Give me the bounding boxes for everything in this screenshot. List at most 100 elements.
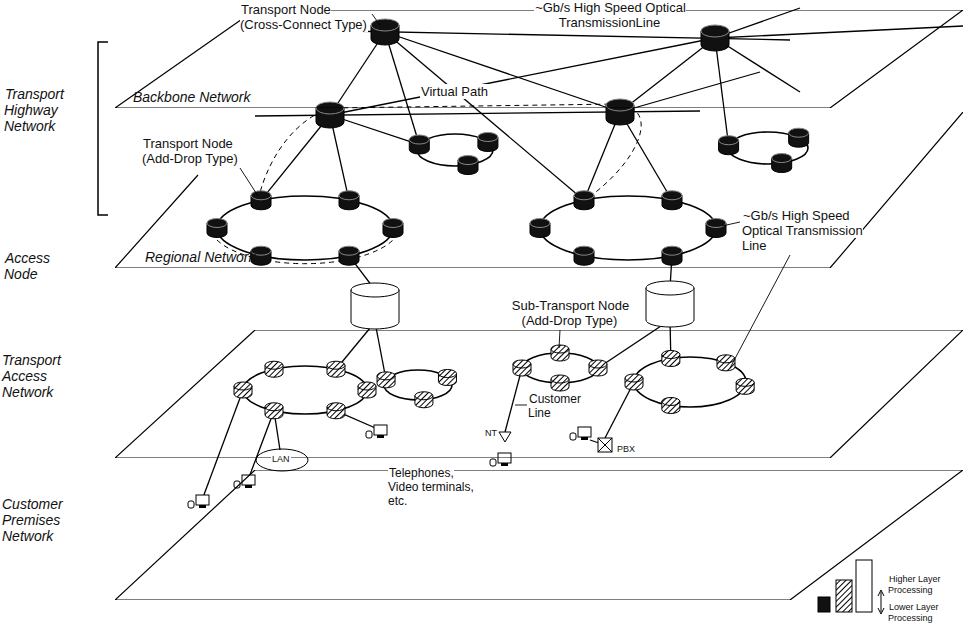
label-slot: LAN [271,454,295,465]
callout-label: PBX [616,444,636,454]
sub-transport-node [415,392,433,408]
callout-label: Customer Line [528,392,581,420]
leader-line [730,255,790,368]
optical-line [330,38,715,115]
ring-line [634,357,746,407]
optical-line [620,112,672,200]
ring-line [540,196,716,260]
cross-connect-node [371,19,399,45]
access-node [646,281,694,327]
sub-transport-node [438,370,456,386]
sub-transport-node [358,382,376,398]
label-slot: Access Node [4,250,74,282]
transmission-lines [202,8,963,500]
legend-slot: Higher Layer Processing [888,574,958,596]
label-slot: Transport Node (Cross-Connect Type) [240,2,372,32]
sub-transport-node [265,403,283,419]
add-drop-node [706,219,726,238]
cross-connect-node [606,99,634,125]
optical-line [330,32,385,115]
leader-line [559,330,560,348]
callout-label: Sub-Transport Node (Add-Drop Type) [511,298,629,328]
node-symbols [207,19,809,419]
sub-transport-node [589,360,607,376]
callout-label: NT [484,428,498,438]
legend-text: Lower Layer Processing [888,602,939,623]
leader-lines [240,14,790,405]
sub-transport-node [625,374,643,390]
lan-ring [256,449,308,471]
virtual-path [217,104,641,264]
optical-line [715,26,963,38]
callout-label: Transport Node (Cross-Connect Type) [240,2,368,32]
plane-name: Customer Premises Network [2,496,86,544]
label-slot: ~Gb/s High Speed Optical TransmissionLin… [520,0,700,30]
add-drop-node [383,219,403,238]
add-drop-node [339,246,359,265]
legend-arrow [878,590,884,614]
optical-line [715,38,729,145]
legend-mid-bar [836,580,852,612]
sub-transport-node [662,397,680,413]
leader-line [515,405,527,406]
add-drop-node [662,246,682,265]
add-drop-node [478,133,498,152]
callout-label: ~Gb/s High Speed Optical Transmission Li… [742,208,863,253]
label-slot: NT [484,428,504,439]
plane-name: Transport Access Network [2,352,86,400]
add-drop-node [789,128,809,147]
add-drop-node [719,136,739,155]
label-slot: Telephones, Video terminals, etc. [388,466,484,508]
legend-slot: Lower Layer Processing [888,602,958,624]
add-drop-node [339,191,359,210]
add-drop-node [772,154,792,173]
label-slot: Transport Highway Network [4,86,88,134]
optical-line [620,72,760,112]
optical-line [385,32,419,145]
add-drop-node [662,191,682,210]
access-node [351,283,399,329]
optical-line [385,32,620,112]
add-drop-node [574,191,594,210]
sub-transport-node [234,382,252,398]
plane-name: Backbone Network [133,89,333,105]
optical-line [375,322,386,380]
terminal-icon [188,495,209,508]
callout-label: Transport Node (Add-Drop Type) [142,136,239,166]
add-drop-node [530,219,550,238]
callout-label: Access Node [4,250,50,282]
optical-line [385,32,584,200]
cross-connect-node [316,102,344,128]
pbx-box [598,438,612,452]
optical-line [505,368,522,432]
legend-swatch [818,597,830,612]
callout-label: Virtual Path [420,84,489,99]
label-slot: ~Gb/s High Speed Optical Transmission Li… [742,208,882,253]
terminal-icon [490,453,511,466]
label-slot: Transport Node (Add-Drop Type) [142,136,254,166]
sub-transport-node [662,351,680,367]
optical-line [584,112,620,200]
rings [217,132,808,414]
optical-line [620,38,715,112]
sub-transport-node [377,372,395,388]
plane-outline [115,112,963,268]
terminal-icon [366,425,387,438]
nt-symbol [499,432,511,442]
legend-text: Higher Layer Processing [888,574,941,595]
add-drop-node [574,246,594,265]
label-slot: Virtual Path [420,84,510,99]
leader-line [372,14,380,25]
callout-label: Telephones, Video terminals, etc. [388,466,474,508]
sub-transport-node [551,375,569,391]
leader-line [240,168,258,196]
add-drop-node [409,135,429,154]
network-plane: Regional Network [115,112,963,268]
sub-transport-node [327,403,345,419]
optical-line [202,390,243,500]
plane-outline [115,470,963,600]
sub-transport-node [265,361,283,377]
sub-transport-node [513,360,531,376]
label-slot: PBX [616,444,646,455]
terminal-icon [570,427,591,440]
